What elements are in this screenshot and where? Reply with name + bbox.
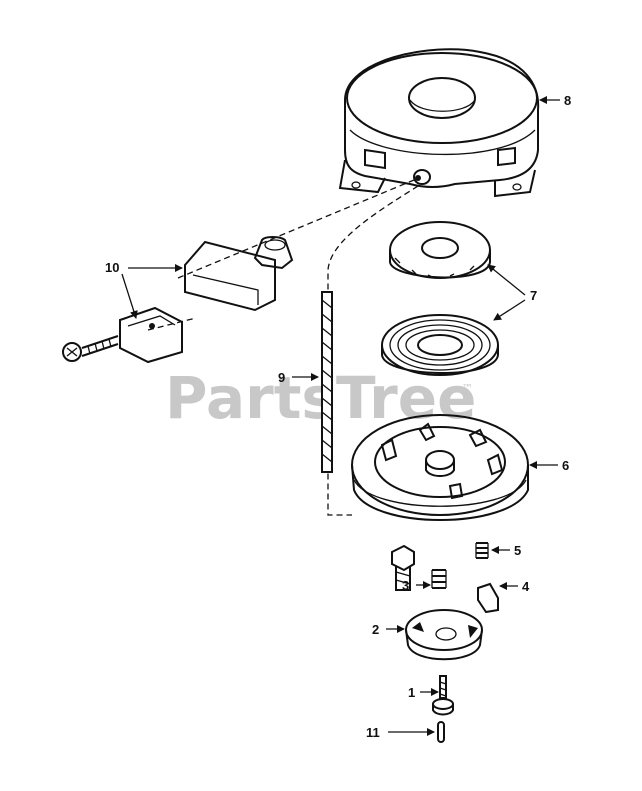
watermark-tm: ™	[462, 382, 473, 395]
part-9-rope	[321, 291, 333, 473]
part-6-pulley	[351, 414, 529, 521]
part-1-screw	[432, 675, 454, 716]
part-5-spring	[475, 542, 489, 559]
leader-7a	[487, 264, 526, 296]
callout-2: 2	[372, 622, 379, 637]
part-3-spring	[431, 569, 447, 589]
callout-5: 5	[514, 543, 521, 558]
part-10-handle	[184, 236, 294, 312]
callout-1: 1	[408, 685, 415, 700]
callout-11: 11	[366, 725, 380, 740]
part-retainer-screw	[391, 544, 415, 591]
callout-4: 4	[522, 579, 530, 594]
rope-path-pulley	[327, 185, 419, 516]
rope-path-handle	[177, 179, 415, 279]
part-7-recoil-spring	[381, 314, 499, 376]
part-10-clip	[119, 306, 183, 364]
part-10-screw	[62, 335, 119, 362]
callout-10: 10	[105, 260, 119, 275]
watermark: PartsTree	[165, 364, 476, 432]
leader-7b	[493, 299, 526, 321]
callout-6: 6	[562, 458, 569, 473]
part-2-brake	[405, 609, 483, 661]
callout-9: 9	[278, 370, 285, 385]
leader-10b	[121, 273, 138, 319]
part-7-spring-cup	[389, 221, 491, 279]
part-4-pawl	[477, 582, 499, 614]
callout-7: 7	[530, 288, 537, 303]
callout-3: 3	[402, 578, 409, 593]
callout-8: 8	[564, 93, 571, 108]
rope-path-clip	[147, 317, 197, 331]
part-11-pin	[437, 721, 445, 743]
part-8-housing	[338, 48, 540, 198]
